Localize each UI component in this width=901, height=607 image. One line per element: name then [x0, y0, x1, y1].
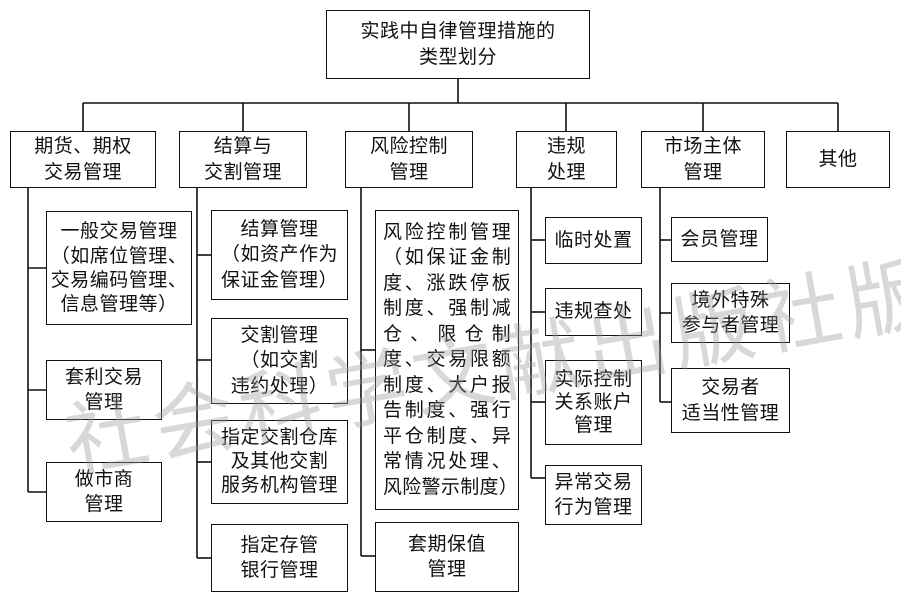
item-actual-control-accounts-box: 实际控制 关系账户 管理	[545, 360, 642, 445]
item-designated-warehouse-box: 指定交割仓库 及其他交割 服务机构管理	[211, 420, 348, 504]
root-label: 实践中自律管理措施的 类型划分	[360, 20, 556, 68]
category-risk-control-box: 风险控制 管理	[345, 131, 473, 188]
item-settlement-mgmt-box: 结算管理 （如资产作为 保证金管理）	[211, 210, 348, 300]
item-general-trading-label: 一般交易管理 （如席位管理、 交易编码管理、 信息管理等）	[50, 220, 188, 316]
item-designated-warehouse-label: 指定交割仓库 及其他交割 服务机构管理	[220, 426, 338, 496]
item-hedging-label: 套期保值 管理	[407, 532, 486, 580]
category-violation-label: 违规 处理	[546, 135, 586, 183]
root-box: 实践中自律管理措施的 类型划分	[326, 10, 590, 79]
item-delivery-mgmt-box: 交割管理 （如交割 违约处理）	[211, 318, 348, 404]
category-market-entity-label: 市场主体 管理	[663, 135, 742, 183]
item-risk-control-mgmt-box: 风险控制管理（如保证金制度、涨跌停板制度、强制减仓、限仓制度、交易限额制度、大户…	[375, 210, 519, 510]
item-arbitrage-label: 套利交易 管理	[64, 365, 143, 413]
item-general-trading-box: 一般交易管理 （如席位管理、 交易编码管理、 信息管理等）	[46, 211, 192, 325]
item-hedging-box: 套期保值 管理	[375, 522, 519, 592]
item-depository-bank-box: 指定存管 银行管理	[211, 524, 348, 592]
item-trader-suitability-box: 交易者 适当性管理	[671, 368, 790, 433]
item-overseas-participants-box: 境外特殊 参与者管理	[671, 283, 790, 343]
item-market-maker-box: 做市商 管理	[46, 462, 162, 522]
item-actual-control-accounts-label: 实际控制 关系账户 管理	[554, 367, 633, 437]
category-futures-trading-label: 期货、期权 交易管理	[34, 135, 132, 183]
category-other-label: 其他	[818, 147, 858, 170]
category-other-box: 其他	[786, 131, 890, 188]
category-settlement-delivery-label: 结算与 交割管理	[203, 135, 282, 183]
item-delivery-mgmt-label: 交割管理 （如交割 违约处理）	[230, 324, 329, 397]
item-abnormal-trading-box: 异常交易 行为管理	[545, 465, 642, 525]
category-risk-control-label: 风险控制 管理	[369, 135, 448, 183]
item-settlement-mgmt-label: 结算管理 （如资产作为 保证金管理）	[220, 218, 338, 291]
item-trader-suitability-label: 交易者 适当性管理	[681, 376, 780, 424]
item-temporary-disposal-box: 临时处置	[545, 217, 642, 264]
item-depository-bank-label: 指定存管 银行管理	[240, 533, 319, 581]
category-settlement-delivery-box: 结算与 交割管理	[179, 131, 307, 188]
item-abnormal-trading-label: 异常交易 行为管理	[554, 470, 633, 518]
item-member-mgmt-box: 会员管理	[671, 217, 768, 262]
item-risk-control-mgmt-label: 风险控制管理（如保证金制度、涨跌停板制度、强制减仓、限仓制度、交易限额制度、大户…	[383, 221, 519, 498]
item-overseas-participants-label: 境外特殊 参与者管理	[681, 288, 780, 336]
item-arbitrage-box: 套利交易 管理	[46, 360, 162, 420]
item-violation-investigation-label: 违规查处	[554, 300, 633, 323]
category-futures-trading-box: 期货、期权 交易管理	[10, 131, 156, 188]
category-violation-box: 违规 处理	[516, 131, 617, 188]
item-temporary-disposal-label: 临时处置	[554, 228, 633, 251]
category-market-entity-box: 市场主体 管理	[641, 131, 765, 188]
item-member-mgmt-label: 会员管理	[680, 227, 759, 250]
item-violation-investigation-box: 违规查处	[545, 288, 642, 336]
item-market-maker-label: 做市商 管理	[74, 467, 134, 515]
